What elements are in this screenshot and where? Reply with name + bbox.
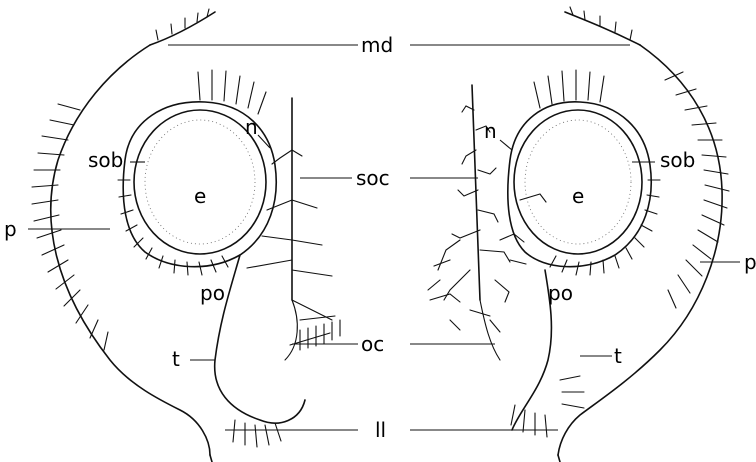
label-sob-left: sob — [88, 148, 123, 172]
leader-n-right — [500, 140, 512, 150]
left-md-branches — [156, 9, 209, 40]
labels: md soc oc ll sob sob n n e e p p po po t… — [4, 33, 756, 442]
label-po-right: po — [548, 281, 573, 305]
label-po-left: po — [200, 281, 225, 305]
label-oc: oc — [361, 332, 384, 356]
right-outer-canal — [558, 45, 722, 455]
label-p-left: p — [4, 217, 17, 241]
right-eye — [514, 110, 642, 254]
label-n-left: n — [245, 115, 258, 139]
left-md-canal — [150, 12, 215, 45]
label-soc: soc — [356, 166, 390, 190]
right-specimen — [428, 7, 729, 462]
label-ll: ll — [375, 418, 386, 442]
left-ll-canal — [210, 455, 212, 462]
left-outer-canal — [51, 45, 210, 455]
label-sob-right: sob — [660, 148, 695, 172]
label-p-right: p — [744, 250, 756, 274]
right-oc-canal — [480, 300, 500, 360]
right-ll-canal — [558, 455, 560, 462]
right-t-tubules — [511, 376, 584, 437]
label-e-right: e — [572, 184, 584, 208]
right-eye-pupil-outline — [525, 120, 631, 244]
right-po-trunk — [512, 270, 551, 430]
right-md-branches — [570, 7, 632, 40]
label-n-right: n — [484, 119, 497, 143]
right-md-canal — [565, 12, 640, 45]
label-md: md — [361, 33, 393, 57]
label-t-right: t — [614, 344, 622, 368]
left-oc-canal — [285, 300, 335, 360]
left-t-tubules — [233, 420, 281, 447]
label-t-left: t — [172, 347, 180, 371]
left-outer-tubules — [32, 104, 108, 350]
right-outer-tubules — [665, 72, 729, 308]
left-oc-tubules — [300, 320, 340, 350]
label-e-left: e — [194, 184, 206, 208]
left-eye-pupil-outline — [145, 120, 255, 244]
left-specimen — [32, 9, 340, 462]
